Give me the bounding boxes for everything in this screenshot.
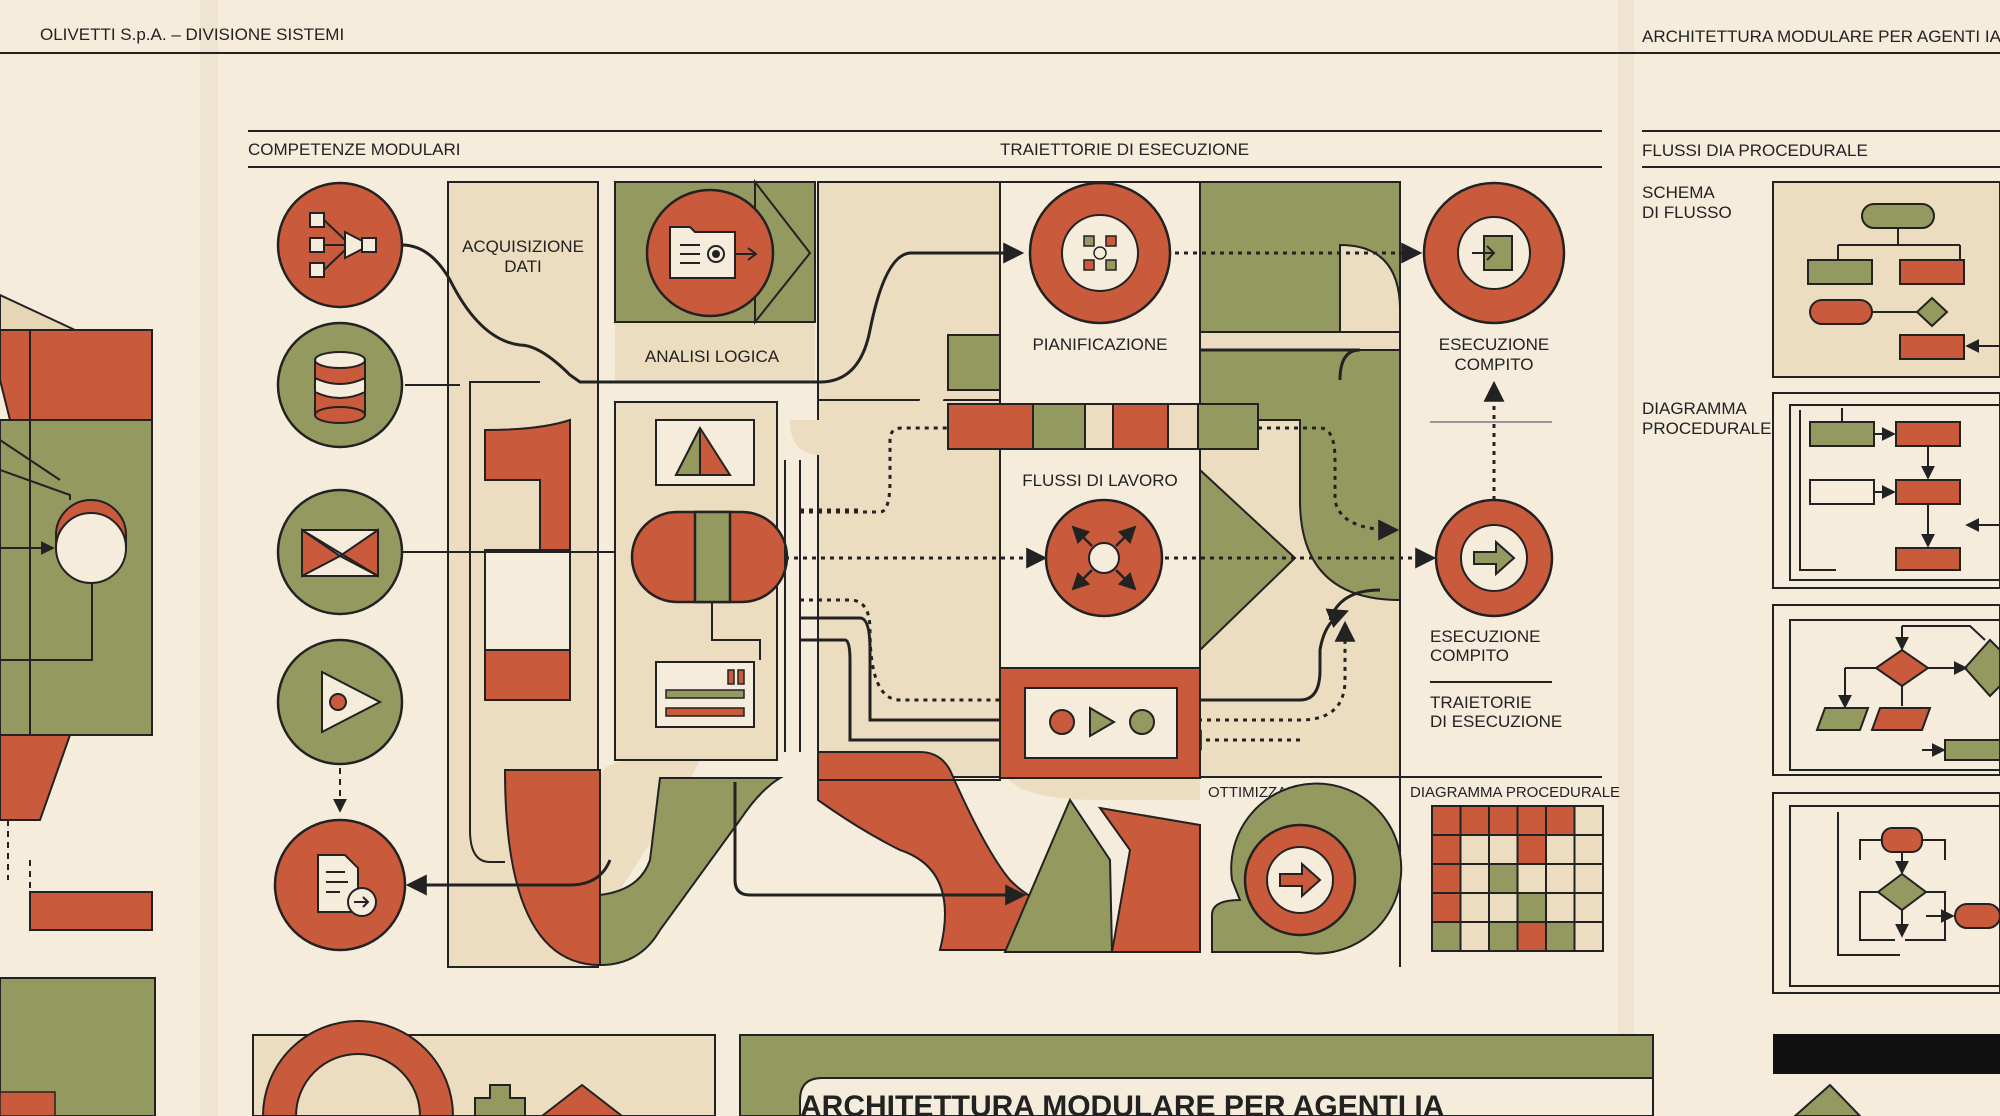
grid-cell [1459,921,1490,952]
grid-cell [1573,892,1604,923]
label-esecuzione-mid-2: COMPITO [1430,646,1509,665]
grid-cell [1573,863,1604,894]
left-partial-panel [0,293,156,1116]
grid-cell [1516,805,1547,836]
module-database[interactable] [276,321,404,449]
grid-cell [1516,863,1547,894]
progress-strip [947,334,1259,450]
grid-cell [1545,805,1576,836]
module-play[interactable] [276,638,404,766]
arrow-right-icon [1473,539,1516,577]
grid-cell [1431,892,1462,923]
procedural-grid [1431,805,1604,952]
grid-cell [1459,834,1490,865]
label-pianificazione: PIANIFICAZIONE [1032,335,1167,354]
label-diag-2: PROCEDURALE [1642,419,1771,438]
grid-cell [1488,863,1519,894]
label-esecuzione-top-1: ESECUZIONE [1439,335,1550,354]
grid-cell [1488,921,1519,952]
grid-cell [1431,863,1462,894]
bottom-title: ARCHITETTURA MODULARE PER AGENTI IA [800,1090,1444,1116]
label-flussi-lavoro: FLUSSI DI LAVORO [1022,471,1178,490]
label-diag-1: DIAGRAMMA [1642,399,1748,418]
document-icon [317,854,377,917]
paper-fold-left [200,0,218,1116]
grid-cell [1431,834,1462,865]
flowchart-4 [1772,792,2000,994]
connectors [333,242,1505,906]
grid-cell [1459,892,1490,923]
grid-cell [1431,921,1462,952]
section-flussi-dia: FLUSSI DIA PROCEDURALE [1642,141,1868,160]
flowchart-3 [1772,604,2000,776]
bottom-left-card [252,1020,716,1116]
envelope-icon [301,528,379,578]
grid-cell [1488,805,1519,836]
grid-cell [1545,863,1576,894]
grid-cell [1545,892,1576,923]
module-document[interactable] [273,818,407,952]
grid-cell [1459,863,1490,894]
flowchart-2 [1772,392,2000,589]
grid-cell [1459,805,1490,836]
bottom-title-card: ARCHITETTURA MODULARE PER AGENTI IA [739,1034,1654,1116]
expand-arrows-icon [1071,525,1137,591]
section-competenze: COMPETENZE MODULARI [248,140,461,159]
paper-fold-right [1618,0,1634,1116]
esecuzione-mid-node[interactable] [1434,498,1554,618]
central-stack [614,401,789,761]
grid-cell [1516,834,1547,865]
grid-cell [1545,834,1576,865]
label-traietorie-2: DI ESECUZIONE [1430,712,1562,731]
grid-cell [1573,921,1604,952]
play-icon [321,670,383,734]
grid-cell [1573,834,1604,865]
ottimizzazione-node[interactable] [1211,782,1403,955]
label-acquisizione-2: DATI [504,257,541,276]
record-icon [1049,709,1075,735]
play-icon [1089,706,1116,738]
grid-cell [1488,892,1519,923]
folder-gear-icon [669,226,758,279]
header-right: ARCHITETTURA MODULARE PER AGENTI IA [1642,27,2000,46]
section-traiettorie: TRAIETTORIE DI ESECUZIONE [1000,140,1249,159]
media-control-box[interactable] [999,667,1201,779]
right-bottom-triangle [1793,1083,1862,1116]
arrow-right-icon [1279,861,1322,899]
esecuzione-top-node[interactable] [1422,181,1566,325]
exit-icon [1472,235,1513,271]
label-acquisizione-1: ACQUISIZIONE [462,237,584,256]
grid-cell [1573,805,1604,836]
label-esecuzione-mid-1: ESECUZIONE [1430,627,1541,646]
label-traietorie-1: TRAIETORIE [1430,693,1532,712]
black-bar [1773,1034,2000,1074]
module-network[interactable] [276,181,404,309]
pianificazione-node[interactable] [1028,181,1172,325]
grid-cell [1516,921,1547,952]
flowchart-1 [1772,181,2000,378]
grid-cell [1545,921,1576,952]
label-schema-2: DI FLUSSO [1642,203,1732,222]
grid-cell [1431,805,1462,836]
stop-icon [1129,709,1155,735]
label-esecuzione-top-2: COMPITO [1454,355,1533,374]
module-envelope[interactable] [276,488,404,616]
grid-cell [1488,834,1519,865]
org-chart-icon [1083,235,1117,271]
database-icon [314,351,366,424]
label-schema-1: SCHEMA [1642,183,1715,202]
label-diagramma-proc: DIAGRAMMA PROCEDURALE [1410,784,1620,801]
network-icon [309,212,377,278]
label-analisi: ANALISI LOGICA [645,347,780,366]
grid-cell [1516,892,1547,923]
header-left: OLIVETTI S.p.A. – DIVISIONE SISTEMI [40,25,344,44]
flussi-lavoro-node[interactable] [1044,498,1164,618]
analisi-logica-block[interactable] [614,179,816,325]
